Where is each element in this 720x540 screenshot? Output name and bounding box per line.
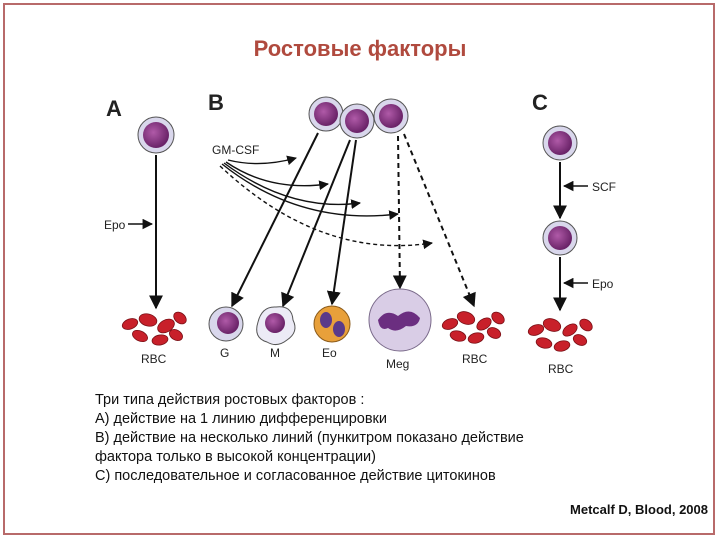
g-label: G	[220, 346, 229, 360]
m-label: M	[270, 346, 280, 360]
panel-b-label: B	[208, 90, 224, 115]
meg-label: Meg	[386, 357, 409, 371]
epo-label-a: Epo	[104, 218, 126, 232]
caption-line: фактора только в высокой концентрации)	[95, 449, 376, 465]
macrophage-cell	[256, 306, 296, 346]
progenitor-cell	[542, 220, 578, 256]
rbc-label-c: RBC	[548, 362, 574, 376]
rbc-cluster-c	[527, 318, 593, 352]
panel-b: GM-CSF G M Eo	[208, 96, 505, 371]
progenitor-cell	[137, 116, 175, 154]
eosinophil-cell	[313, 305, 351, 343]
caption-line: Три типа действия ростовых факторов :	[95, 392, 365, 408]
rbc-label-b: RBC	[462, 352, 488, 366]
panel-c: SCF Epo RBC	[527, 125, 616, 376]
panel-c-label: C	[532, 90, 548, 115]
caption-line: С) последовательное и согласованное дейс…	[95, 468, 496, 484]
progenitor-cell	[339, 103, 375, 139]
slide-frame	[3, 3, 715, 535]
eo-label: Eo	[322, 346, 337, 360]
rbc-cluster-a	[121, 311, 187, 346]
progenitor-cell	[542, 125, 578, 161]
caption: Три типа действия ростовых факторов : А)…	[95, 391, 695, 486]
gm-csf-label: GM-CSF	[212, 143, 259, 157]
citation: Metcalf D, Blood, 2008	[570, 502, 708, 517]
rbc-label-a: RBC	[141, 352, 167, 366]
rbc-cluster-b	[441, 311, 505, 344]
caption-line: А) действие на 1 линию дифференцировки	[95, 411, 388, 427]
scf-label: SCF	[592, 180, 616, 194]
epo-label-c: Epo	[592, 277, 614, 291]
slide-title: Ростовые факторы	[253, 36, 467, 61]
progenitor-cell	[308, 96, 344, 132]
granulocyte-cell	[208, 306, 244, 342]
panel-a-label: A	[106, 96, 122, 121]
megakaryocyte-cell	[368, 288, 432, 352]
progenitor-cell	[373, 98, 409, 134]
growth-factor-diagram: A B C Epo RBC	[104, 90, 616, 376]
panel-a: Epo RBC	[104, 116, 187, 366]
caption-line: В) действие на несколько линий (пункитро…	[95, 430, 524, 446]
